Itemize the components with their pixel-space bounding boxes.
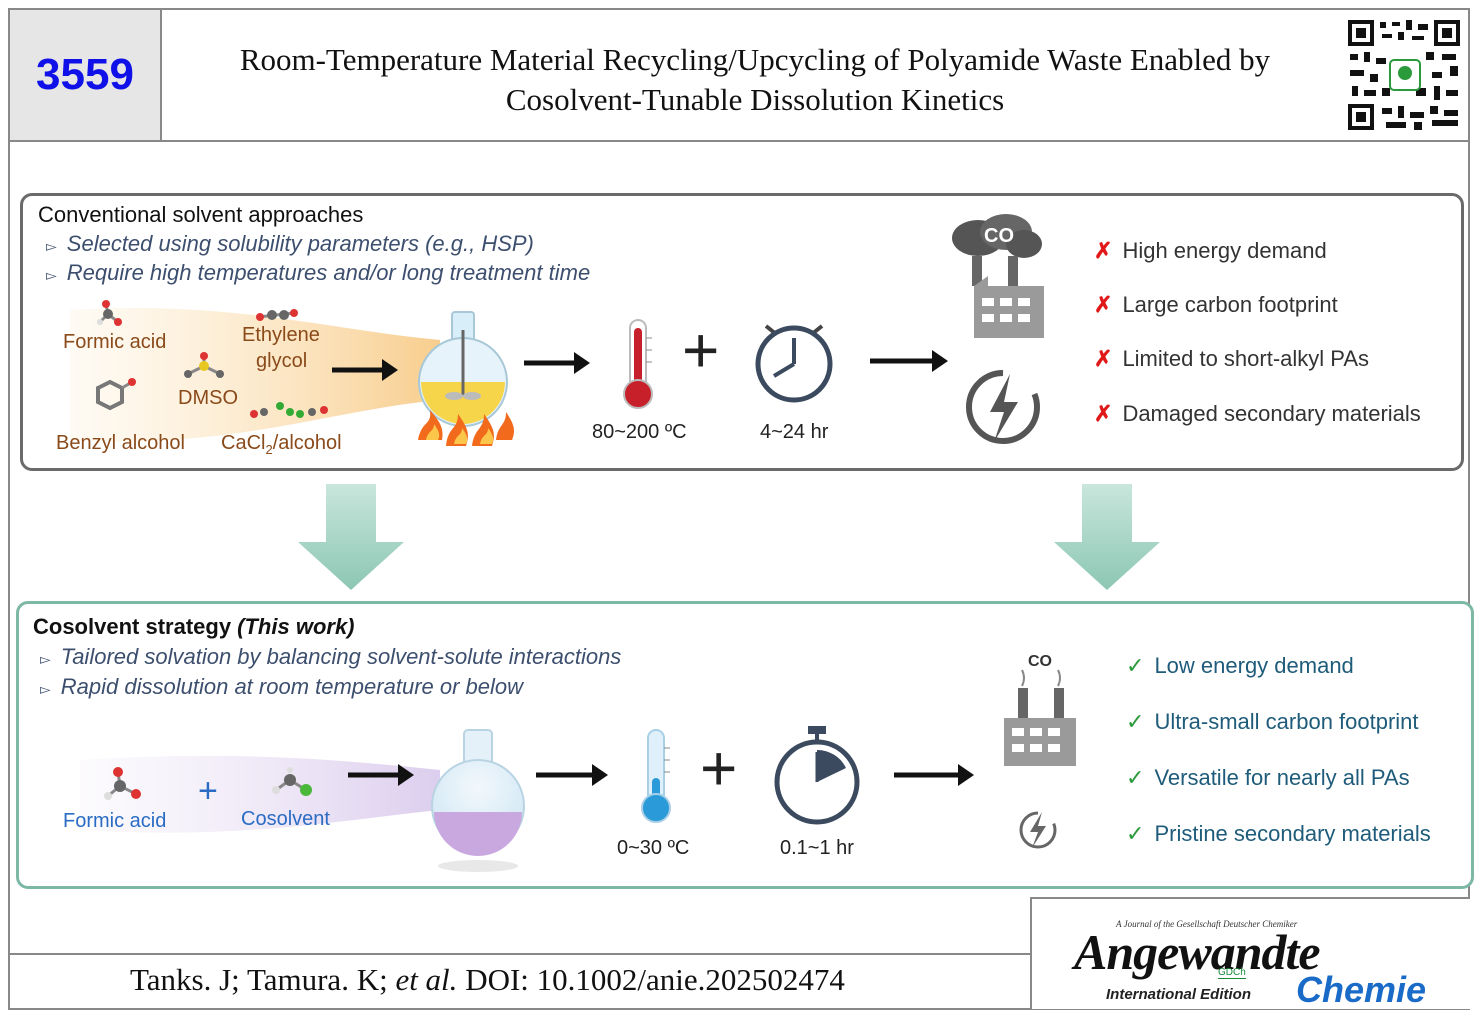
ethylene-label: Ethylene [242,324,320,346]
bullet-triangle-icon: ▻ [40,651,51,667]
arrow-right-icon [894,764,974,786]
formic-acid-label: Formic acid [63,331,167,353]
heated-flask-icon [418,311,514,446]
cosolvent-title: Cosolvent strategy (This work) [33,614,355,639]
cosolvent-flask-icon [431,729,525,872]
cosolvent-bullet-1: ▻Tailored solvation by balancing solvent… [40,644,622,669]
drawback-item: ✗High energy demand [1094,238,1327,263]
cold-thermometer-icon [641,729,671,823]
down-arrow-right-icon [1054,484,1160,590]
cacl2-alcohol-label: CaCl2/alcohol [221,432,342,457]
cross-icon: ✗ [1094,292,1113,317]
cross-icon: ✗ [1094,346,1113,371]
cross-icon: ✗ [1094,238,1113,263]
check-icon: ✓ [1126,653,1145,678]
ethylene-glycol-molecule-icon [256,309,298,321]
alarm-clock-icon [755,324,833,403]
benefit-item: ✓Ultra-small carbon footprint [1126,709,1419,734]
stopwatch-icon [774,726,860,825]
plus-sign-icon: + [700,732,738,804]
page-title: Room-Temperature Material Recycling/Upcy… [180,40,1330,120]
benefit-item: ✓Low energy demand [1126,653,1354,678]
check-icon: ✓ [1126,709,1145,734]
benzyl-alcohol-molecule-icon [96,378,136,411]
co2-small-text: CO [1028,653,1052,670]
formic-acid-label-cosolvent: Formic acid [63,810,167,832]
conventional-title: Conventional solvent approaches [38,202,364,227]
conventional-bullet-2: ▻Require high temperatures and/or long t… [46,260,591,285]
arrow-right-icon [870,350,948,372]
title-line-1: Room-Temperature Material Recycling/Upcy… [239,42,1271,77]
qr-code-icon[interactable] [1346,18,1462,132]
cosolvent-panel [16,601,1474,889]
arrow-right-icon [348,764,414,786]
dmso-molecule-icon [184,352,224,378]
footer-divider [10,953,1030,955]
plus-sign-icon: + [682,314,720,386]
bullet-triangle-icon: ▻ [40,681,51,697]
co2-cloud-text: ✗CO [984,225,1014,247]
down-arrow-left-icon [298,484,404,590]
clean-factory-icon: CO [1004,653,1076,766]
cosolvent-temperature: 0~30 ºC [617,837,690,859]
energy-lightning-icon [966,370,1040,444]
hot-thermometer-icon [623,319,653,409]
cosolvent-label: Cosolvent [241,808,330,830]
journal-logo[interactable]: A Journal of the Gesellschaft Deutscher … [1030,897,1470,1010]
conventional-temperature: 80~200 ºC [592,421,687,443]
benefit-item: ✓Versatile for nearly all PAs [1126,765,1410,790]
cacl2-alcohol-molecule-icon [250,402,328,418]
drawback-item: ✗Damaged secondary materials [1094,401,1421,426]
header-divider [10,140,1470,142]
plus-sign-small-icon: + [198,772,218,810]
conventional-time: 4~24 hr [760,421,829,443]
citation: Tanks. J; Tamura. K; et al. DOI: 10.1002… [130,962,845,997]
journal-chemie: Chemie [1296,969,1427,1010]
benzyl-alcohol-label: Benzyl alcohol [56,432,185,454]
dmso-label: DMSO [178,387,238,409]
cross-icon: ✗ [1094,401,1113,426]
benefit-item: ✓Pristine secondary materials [1126,821,1431,846]
conventional-bullet-1: ▻Selected using solubility parameters (e… [46,231,534,256]
journal-tagline: A Journal of the Gesellschaft Deutscher … [1116,919,1298,929]
journal-name: Angewandte [1074,924,1321,980]
cosolvent-bullet-2: ▻Rapid dissolution at room temperature o… [40,674,524,699]
cosolvent-time: 0.1~1 hr [780,837,854,859]
check-icon: ✓ [1126,821,1145,846]
check-icon: ✓ [1126,765,1145,790]
article-number: 3559 [36,50,134,99]
doi-link[interactable]: DOI: 10.1002/anie.202502474 [457,962,845,997]
bullet-triangle-icon: ▻ [46,267,57,283]
glycol-label: glycol [256,350,308,372]
society-logo: GDCh [1218,967,1246,979]
arrow-right-icon [332,359,398,381]
title-line-2: Cosolvent-Tunable Dissolution Kinetics [505,82,1005,117]
cosolvent-molecule-icon [272,767,312,796]
polluting-factory-icon: ✗CO [952,214,1044,338]
arrow-right-icon [524,352,590,374]
solvent-stream-graphic [70,307,440,442]
low-energy-lightning-icon [1019,811,1057,849]
formic-acid-molecule-icon [104,767,141,800]
drawback-item: ✗Large carbon footprint [1094,292,1338,317]
article-number-box: 3559 [10,10,162,142]
bullet-triangle-icon: ▻ [46,238,57,254]
formic-acid-molecule-icon [97,300,122,326]
journal-edition: International Edition [1106,986,1251,1003]
drawback-item: ✗Limited to short-alkyl PAs [1094,346,1370,371]
arrow-right-icon [536,764,608,786]
